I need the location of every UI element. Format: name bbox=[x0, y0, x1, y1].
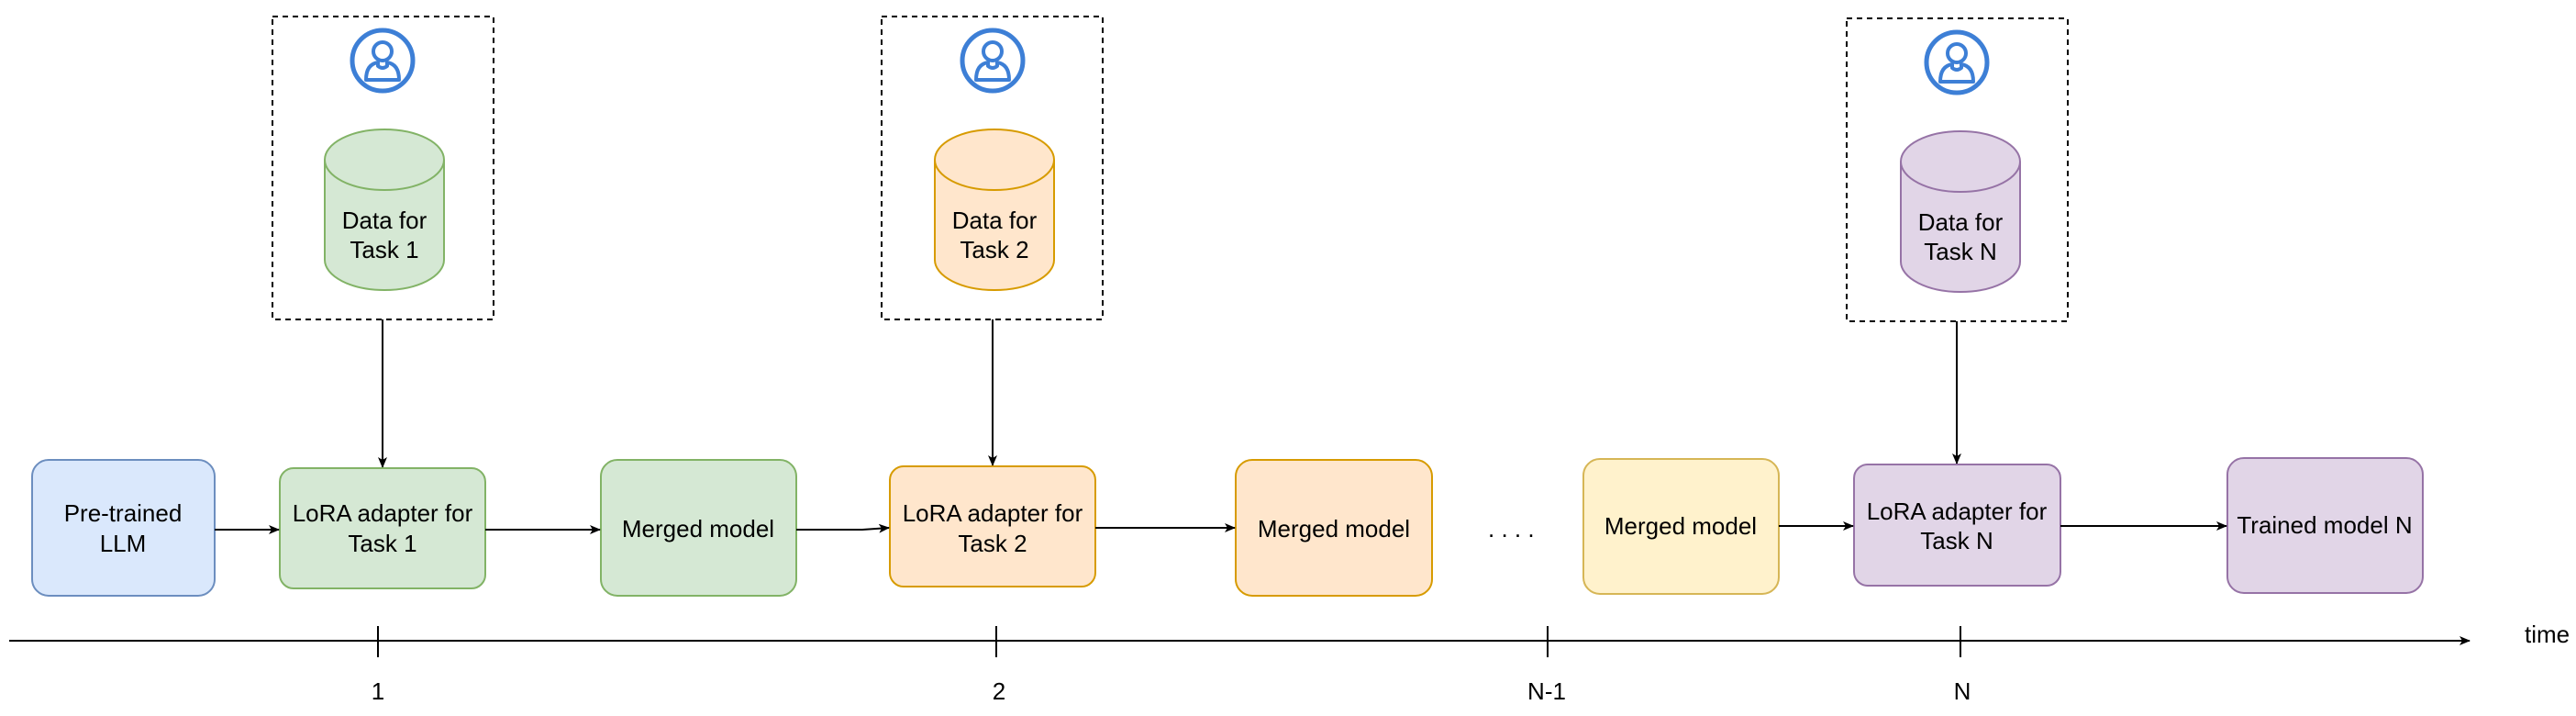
merged-model-1-box: Merged model bbox=[600, 459, 797, 597]
timeline-axis-label: time bbox=[2525, 621, 2570, 648]
pretrained-llm-box: Pre-trained LLM bbox=[31, 459, 216, 597]
lora-adapter-line1: LoRA adapter for bbox=[903, 499, 1083, 527]
lora-adapter-line1: LoRA adapter for bbox=[293, 499, 473, 527]
user-icon bbox=[1924, 29, 1990, 95]
merged-model-label: Merged model bbox=[1258, 515, 1410, 543]
lora-adapter-task-2-box: LoRA adapter for Task 2 bbox=[889, 465, 1096, 587]
ellipsis-text: . . . . bbox=[1488, 515, 1535, 543]
trained-model-n-box: Trained model N bbox=[2226, 457, 2424, 594]
timeline-tick-label: N bbox=[1954, 677, 1971, 705]
pretrained-llm-line2: LLM bbox=[100, 530, 147, 557]
merged-model-3-box: Merged model bbox=[1582, 458, 1780, 595]
lora-adapter-task-n-box: LoRA adapter for Task N bbox=[1853, 464, 2061, 587]
merged-model-2-box: Merged model bbox=[1235, 459, 1433, 597]
database-label-line1: Data for bbox=[952, 207, 1038, 234]
database-label-line2: Task 2 bbox=[960, 236, 1028, 263]
database-label-line2: Task N bbox=[1924, 238, 1996, 265]
database-cylinder-task-n: Data for Task N bbox=[1900, 130, 2021, 293]
database-cylinder-task-1: Data for Task 1 bbox=[324, 129, 445, 291]
lora-adapter-line2: Task N bbox=[1920, 527, 1993, 554]
database-cylinder-task-2: Data for Task 2 bbox=[934, 129, 1055, 291]
database-label-line1: Data for bbox=[342, 207, 427, 234]
user-icon bbox=[350, 28, 416, 94]
merged-model-label: Merged model bbox=[1604, 512, 1757, 540]
timeline-tick-label: 1 bbox=[372, 677, 384, 705]
timeline-tick-label: 2 bbox=[993, 677, 1005, 705]
lora-adapter-line2: Task 2 bbox=[958, 530, 1027, 557]
arrow-merged1-to-lora2 bbox=[796, 523, 890, 533]
lora-adapter-task-1-box: LoRA adapter for Task 1 bbox=[279, 467, 486, 589]
lora-adapter-line2: Task 1 bbox=[348, 530, 416, 557]
pretrained-llm-line1: Pre-trained bbox=[64, 499, 183, 527]
user-icon bbox=[960, 28, 1026, 94]
database-label-line2: Task 1 bbox=[350, 236, 418, 263]
timeline-tick-label: N-1 bbox=[1527, 677, 1566, 705]
database-label-line1: Data for bbox=[1918, 208, 2004, 236]
trained-model-label: Trained model N bbox=[2237, 511, 2412, 539]
merged-model-label: Merged model bbox=[622, 515, 774, 543]
lora-adapter-line1: LoRA adapter for bbox=[1867, 498, 2048, 525]
